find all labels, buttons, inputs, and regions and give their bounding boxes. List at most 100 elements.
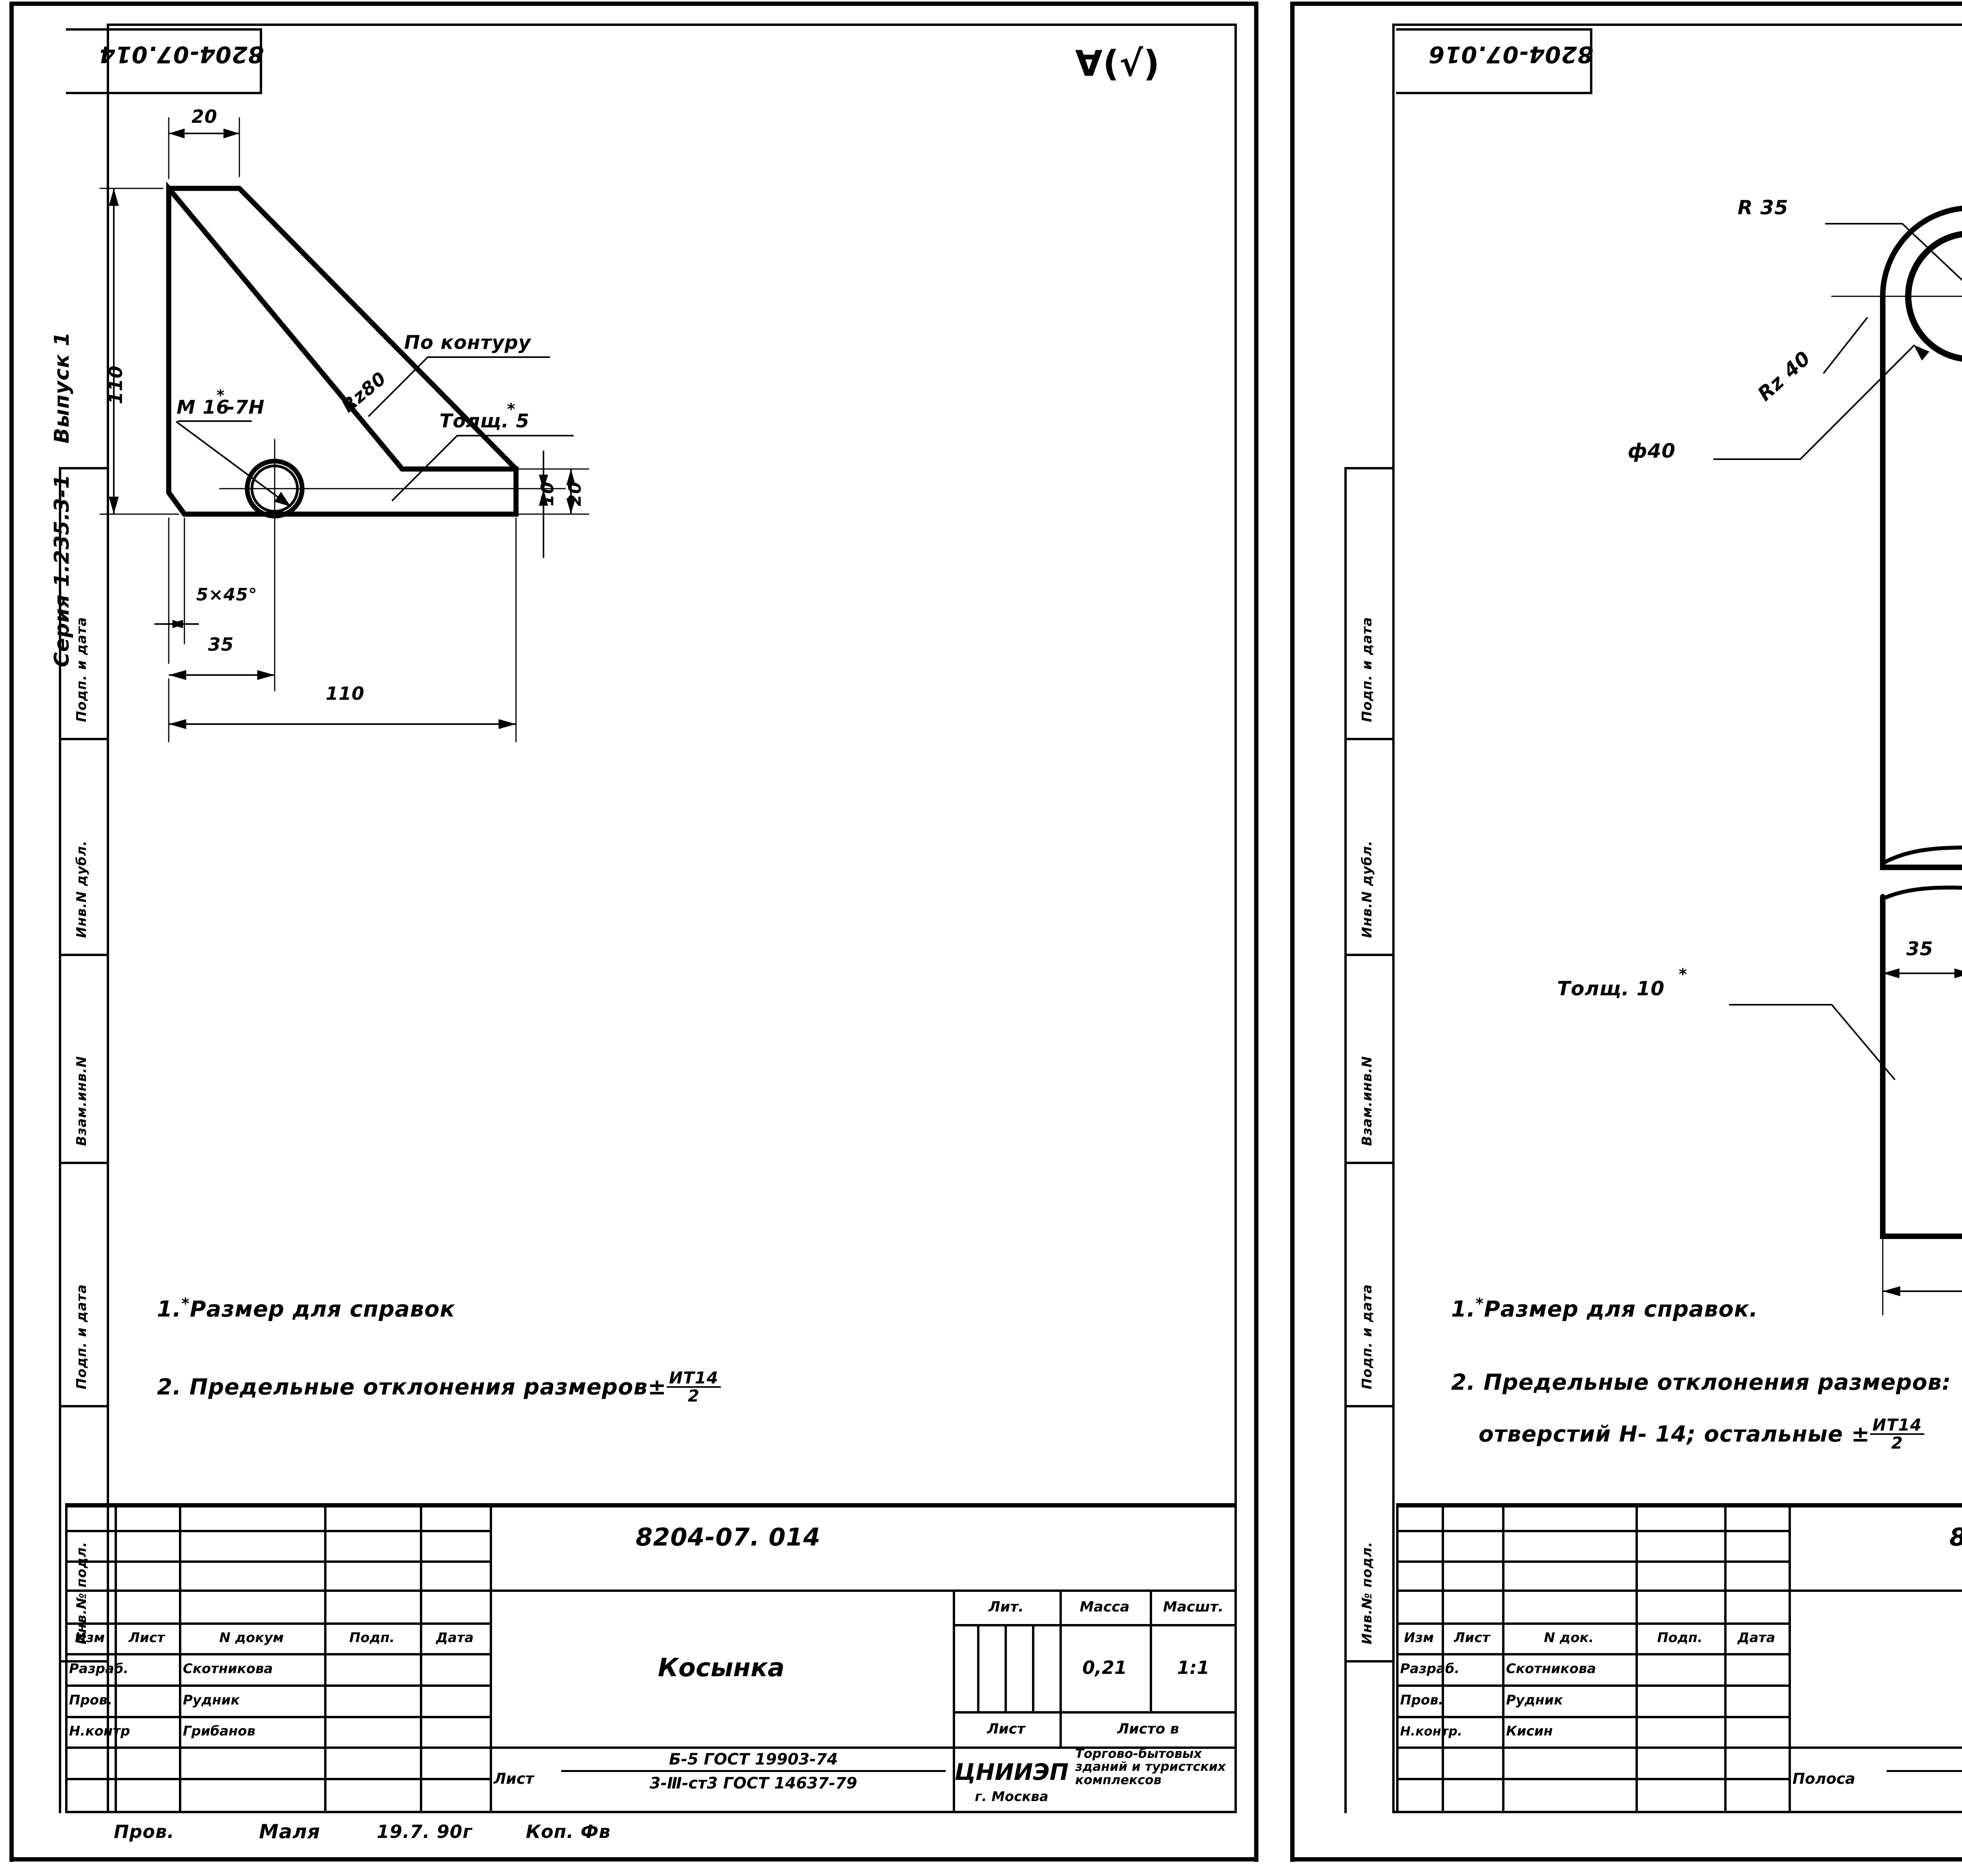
tb-grid-v5: [490, 1503, 492, 1811]
tb2-name-zone-bottom: [1789, 1746, 1962, 1749]
tb2-name-2: Кисин: [1506, 1723, 1553, 1739]
form-col-line-4: [59, 1405, 107, 1407]
form-col-divider: [59, 467, 61, 1813]
tb-material-label: Лист: [494, 1770, 534, 1787]
note2-1-number: 1.: [1451, 1296, 1476, 1322]
tb2-row-3: [1396, 1622, 1791, 1625]
tb-grid-v3: [324, 1503, 326, 1811]
note-2-sign: ±: [647, 1374, 667, 1400]
stamp2-box-bottom: [1396, 92, 1592, 94]
tb2-top: [1396, 1503, 1962, 1507]
tb-grid-v0: [65, 1503, 67, 1811]
dim-base-length: 110: [326, 683, 365, 704]
tb2-col-podp: Подп.: [1657, 1630, 1703, 1646]
roughness-symbol: ∀(√): [1075, 43, 1160, 84]
frame-right-border: [1254, 2, 1258, 1862]
note-thread-m16: М 16: [177, 396, 230, 418]
tb-row-5: [65, 1684, 492, 1687]
tb-lit-sub1: [977, 1624, 979, 1711]
tb-org-abbr: ЦНИИЭП: [954, 1759, 1069, 1785]
tb2-name-zone-top: [1789, 1589, 1962, 1592]
tb-bottom: [65, 1811, 1237, 1813]
tb2-material-label: Полоса: [1792, 1770, 1856, 1787]
note-thickness: Толщ. 5: [439, 410, 530, 432]
tb-lit-sub2: [1005, 1624, 1007, 1711]
tb-grid-v4: [420, 1503, 422, 1811]
tb-lit-sub3: [1032, 1624, 1034, 1711]
tb-role-1: Пров.: [69, 1692, 113, 1708]
lug-outline-lower: [1880, 894, 1962, 1239]
tb2-name-0: Скотникова: [1506, 1661, 1596, 1677]
tb-row-1: [65, 1560, 492, 1563]
note2-2-tolerance-fraction: ИТ14 2: [1870, 1417, 1924, 1451]
tb-name-0: Скотникова: [183, 1661, 273, 1677]
form-col-line-3: [59, 1162, 107, 1164]
tb-org-divider: [953, 1746, 955, 1811]
tb-grid-v2: [179, 1503, 181, 1811]
tb2-drawing-number: 8204-07. 016: [1949, 1523, 1962, 1551]
form2-col-line-2: [1344, 954, 1392, 956]
dim-height: 110: [105, 365, 126, 404]
tb2-bottom: [1396, 1811, 1962, 1813]
thread-leader: [176, 421, 291, 507]
tb-name-1: Рудник: [183, 1692, 240, 1708]
tb2-row-5: [1396, 1684, 1791, 1687]
frame-left-border: [9, 2, 14, 1862]
stamp2-box-right: [1590, 28, 1592, 94]
note-2-number: 2.: [157, 1374, 182, 1400]
tb-col-list: Лист: [129, 1630, 165, 1646]
note-r35: R 35: [1738, 196, 1789, 219]
tb2-material-bottom: Ст3 сп ГОСТ 535-79: [1887, 1772, 1962, 1792]
tb2-row-2: [1396, 1589, 1791, 1592]
note-2-frac-den: 2: [687, 1386, 700, 1405]
tb-col-podp: Подп.: [349, 1630, 395, 1646]
form2-col-line-0: [1344, 467, 1392, 469]
tb-org-dept: Торгово-бытовых зданий и туристских комп…: [1075, 1746, 1226, 1787]
form2-col-line-5: [1344, 1660, 1392, 1662]
note-1-text: Размер для справок: [190, 1296, 455, 1322]
tb-name-zone-top: [490, 1589, 1237, 1592]
stamp-box-bottom: [66, 92, 262, 94]
note2-2-sign: ±: [1851, 1421, 1870, 1447]
tb2-row-0: [1396, 1530, 1791, 1532]
gusset-drawing: [99, 117, 589, 743]
tb2-grid-v2: [1502, 1503, 1504, 1811]
tb2-row-8: [1396, 1778, 1791, 1780]
tb-drawing-number: 8204-07. 014: [636, 1523, 821, 1551]
tb2-row-7: [1396, 1746, 1791, 1749]
tb-name-zone-bottom: [490, 1746, 1237, 1749]
tb-col-data: Дата: [436, 1630, 474, 1646]
tb-part-name: Косынка: [658, 1653, 785, 1683]
thickness-leader: [392, 435, 574, 501]
note2-1-text: Размер для справок.: [1484, 1296, 1758, 1322]
sheet-left: Выпуск 1 Серия 1.235.3-1 Подп. и дата Ин…: [9, 2, 1258, 1862]
form2-col-line-1: [1344, 738, 1392, 740]
r35-leader: [1825, 223, 1962, 281]
form2-col-line-3: [1344, 1162, 1392, 1164]
tb-grid-v1: [115, 1503, 117, 1811]
tb2-role-2: Н.контр.: [1400, 1724, 1462, 1739]
note-hole-dia: ф40: [1628, 440, 1676, 462]
inner-frame-top: [107, 24, 1237, 26]
note2-2: 2. Предельные отклонения размеров:: [1451, 1370, 1951, 1395]
tb-role-2: Н.контр: [69, 1723, 130, 1739]
rz40-leader: [1713, 345, 1915, 460]
form-col-line-5: [59, 1660, 107, 1662]
note-1: 1.*Размер для справок: [157, 1295, 455, 1322]
tb2-grid-v0: [1396, 1503, 1399, 1811]
stamp-box-right: [260, 28, 262, 94]
note-thickness10: Толщ. 10: [1557, 977, 1665, 1000]
stamp-box-top: [66, 28, 262, 31]
tb2-grid-v4: [1724, 1503, 1727, 1811]
form-col-line-0: [59, 467, 107, 469]
tb2-name-1: Рудник: [1506, 1692, 1563, 1708]
note2-2-line2-text: отверстий Н- 14; остальные: [1479, 1421, 1843, 1447]
note2-2-text: Предельные отклонения размеров:: [1483, 1370, 1951, 1395]
tb-col-izm: Изм: [75, 1630, 105, 1646]
tb2-material: 10 × 120 ГОСТ 103-76 Ст3 сп ГОСТ 535-79: [1887, 1750, 1962, 1792]
tb-org-city: г. Москва: [975, 1789, 1048, 1805]
bottom-role: Пров.: [114, 1821, 175, 1842]
tb2-grid-v5: [1789, 1503, 1791, 1811]
tb-material-bottom: 3-Ⅲ-ст3 ГОСТ 14637-79: [649, 1774, 857, 1792]
inner-frame-left: [107, 24, 109, 1813]
